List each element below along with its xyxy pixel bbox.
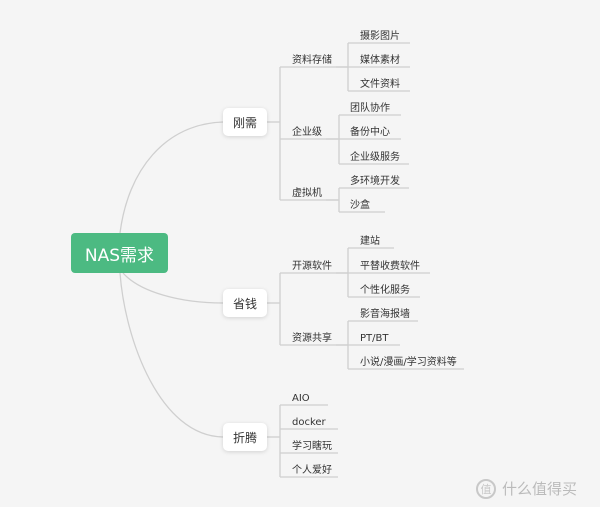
- node-enterprise[interactable]: 企业级: [292, 127, 322, 138]
- node-docker[interactable]: docker: [292, 417, 326, 428]
- leaf-pt-bt[interactable]: PT/BT: [360, 333, 389, 344]
- node-hobby[interactable]: 个人爱好: [292, 465, 332, 476]
- leaf-media[interactable]: 媒体素材: [360, 55, 400, 66]
- node-open-source[interactable]: 开源软件: [292, 261, 332, 272]
- leaf-photos[interactable]: 摄影图片: [360, 31, 400, 42]
- root-node[interactable]: NAS需求: [71, 233, 168, 273]
- watermark-logo-icon: 值: [476, 478, 496, 499]
- leaf-website[interactable]: 建站: [360, 236, 380, 247]
- leaf-multi-env-dev[interactable]: 多环境开发: [350, 176, 400, 187]
- leaf-documents[interactable]: 文件资料: [360, 79, 400, 90]
- node-aio[interactable]: AIO: [292, 393, 310, 404]
- node-learn-play[interactable]: 学习瞎玩: [292, 441, 332, 452]
- watermark: 值 什么值得买: [476, 478, 577, 499]
- branch-tinker[interactable]: 折腾: [223, 423, 267, 451]
- connector-root-save-money: [122, 272, 224, 304]
- connector-root-rigid-need: [119, 121, 224, 234]
- branch-save-money[interactable]: 省钱: [223, 289, 267, 317]
- node-data-storage[interactable]: 资料存储: [292, 55, 332, 66]
- connector-root-tinker: [119, 272, 224, 438]
- leaf-free-alternatives[interactable]: 平替收费软件: [360, 261, 420, 272]
- branch-rigid-need[interactable]: 刚需: [223, 108, 267, 136]
- node-vm[interactable]: 虚拟机: [292, 188, 322, 199]
- leaf-novels-comics-study[interactable]: 小说/漫画/学习资料等: [360, 357, 457, 368]
- leaf-backup-center[interactable]: 备份中心: [350, 127, 390, 138]
- leaf-team-collab[interactable]: 团队协作: [350, 103, 390, 114]
- leaf-media-poster-wall[interactable]: 影音海报墙: [360, 309, 410, 320]
- watermark-text: 什么值得买: [502, 480, 578, 498]
- leaf-custom-services[interactable]: 个性化服务: [360, 285, 410, 296]
- leaf-enterprise-service[interactable]: 企业级服务: [350, 152, 400, 163]
- leaf-sandbox[interactable]: 沙盒: [350, 200, 370, 211]
- node-resource-share[interactable]: 资源共享: [292, 333, 332, 344]
